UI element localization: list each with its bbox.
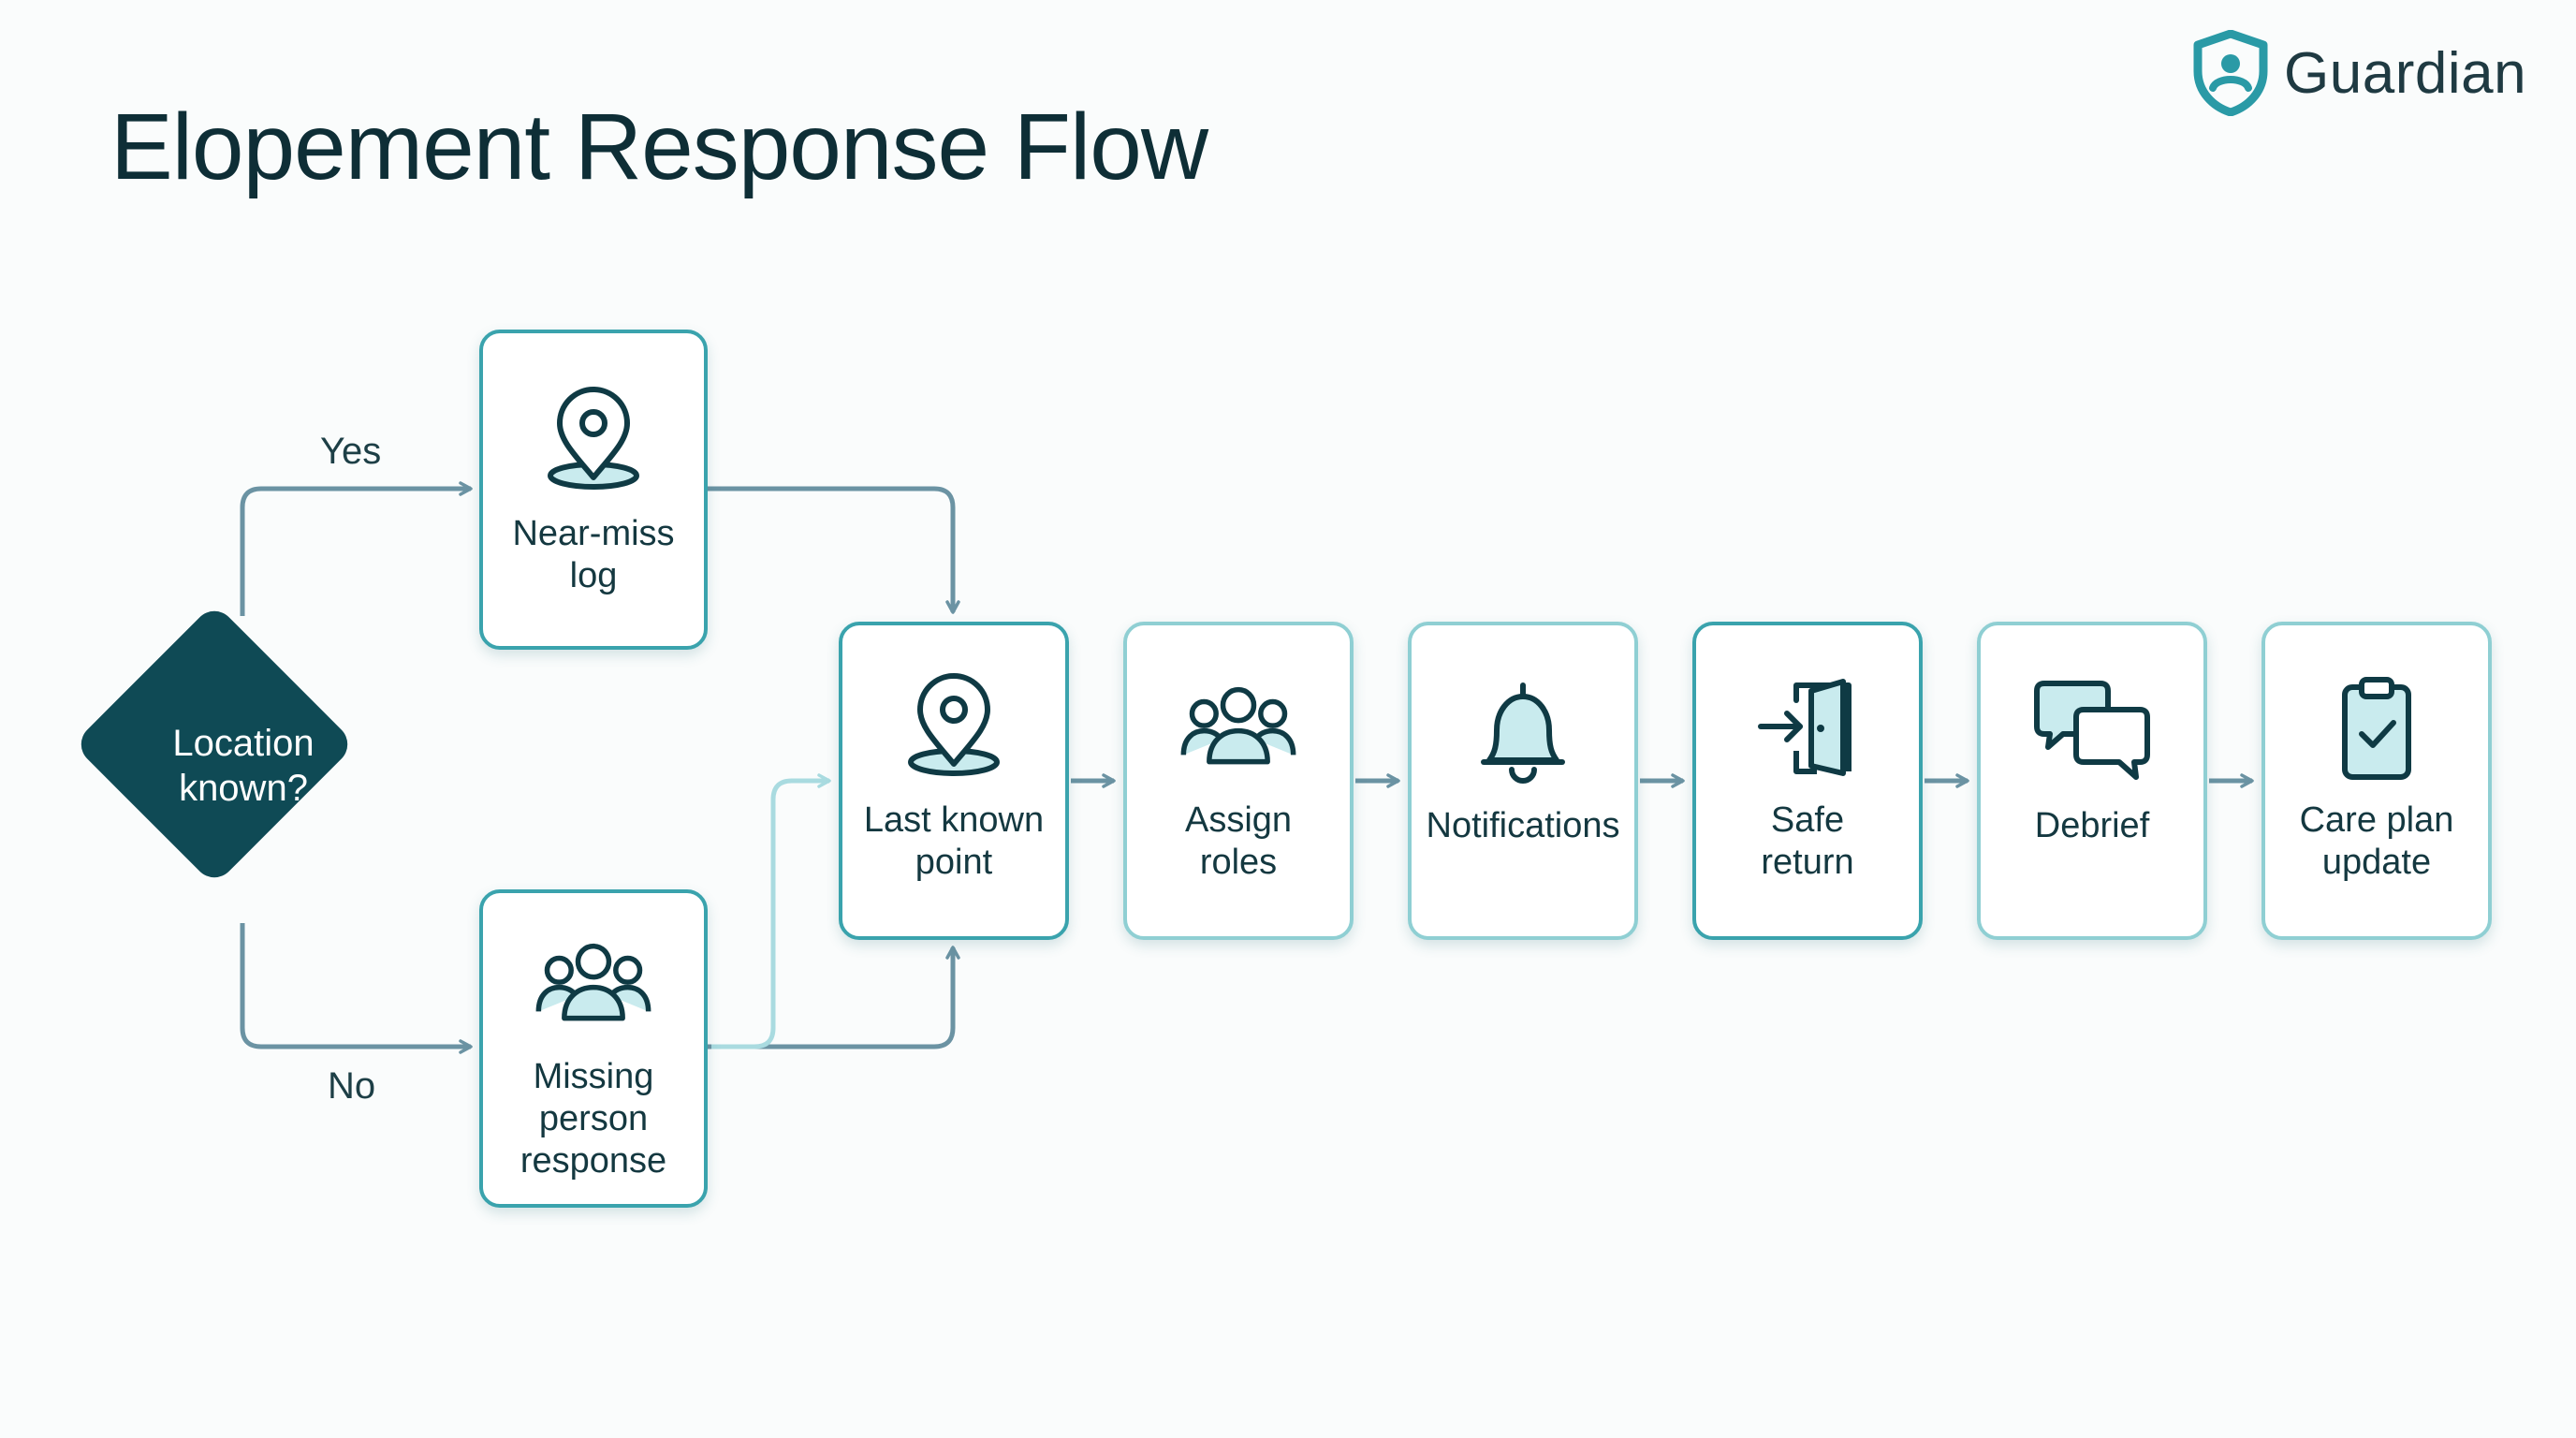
nearmiss-to-lastknown-connector bbox=[708, 486, 960, 614]
missing-to-lastknown-light-connector bbox=[711, 773, 831, 1049]
node-label: Near-miss log bbox=[512, 514, 675, 595]
node-safe-return: Safe return bbox=[1692, 622, 1923, 940]
node-missing-person-response: Missing person response bbox=[479, 889, 708, 1208]
people-group-icon bbox=[535, 943, 651, 1021]
decision-diamond bbox=[80, 610, 348, 878]
map-pin-icon bbox=[548, 387, 639, 490]
node-label: Safe return bbox=[1761, 800, 1854, 882]
node-debrief: Debrief bbox=[1977, 622, 2207, 940]
decision-label-line2: known? bbox=[179, 768, 308, 809]
bell-icon bbox=[1481, 682, 1565, 784]
node-assign-roles: Assign roles bbox=[1123, 622, 1354, 940]
node-label: Debrief bbox=[2034, 806, 2150, 845]
door-enter-icon bbox=[1758, 679, 1852, 776]
clipboard-check-icon bbox=[2342, 677, 2411, 780]
node-notifications: Notifications bbox=[1408, 622, 1638, 940]
brand-logo: Guardian bbox=[2190, 30, 2526, 116]
brand-name: Guardian bbox=[2284, 40, 2527, 106]
no-label: No bbox=[328, 1065, 376, 1107]
people-group-icon bbox=[1180, 686, 1296, 765]
no-connector bbox=[240, 923, 473, 1054]
decision-label-line1: Location bbox=[172, 723, 315, 764]
node-last-known-point: Last known point bbox=[839, 622, 1069, 940]
map-pin-icon bbox=[908, 673, 1000, 776]
missing-to-lastknown-connector bbox=[708, 946, 960, 1049]
node-label: Notifications bbox=[1426, 806, 1620, 845]
node-care-plan-update: Care plan update bbox=[2261, 622, 2492, 940]
node-label: Assign roles bbox=[1184, 800, 1293, 882]
node-near-miss-log: Near-miss log bbox=[479, 330, 708, 650]
chat-bubbles-icon bbox=[2034, 681, 2150, 780]
node-label: Last known point bbox=[863, 800, 1045, 882]
yes-connector bbox=[240, 481, 473, 616]
page-title: Elopement Response Flow bbox=[110, 95, 1208, 199]
node-label: Care plan update bbox=[2299, 800, 2454, 882]
shield-person-icon bbox=[2193, 30, 2268, 116]
decision-label: Location known? bbox=[140, 721, 346, 811]
yes-label: Yes bbox=[320, 431, 382, 472]
node-label: Missing person response bbox=[520, 1057, 667, 1181]
